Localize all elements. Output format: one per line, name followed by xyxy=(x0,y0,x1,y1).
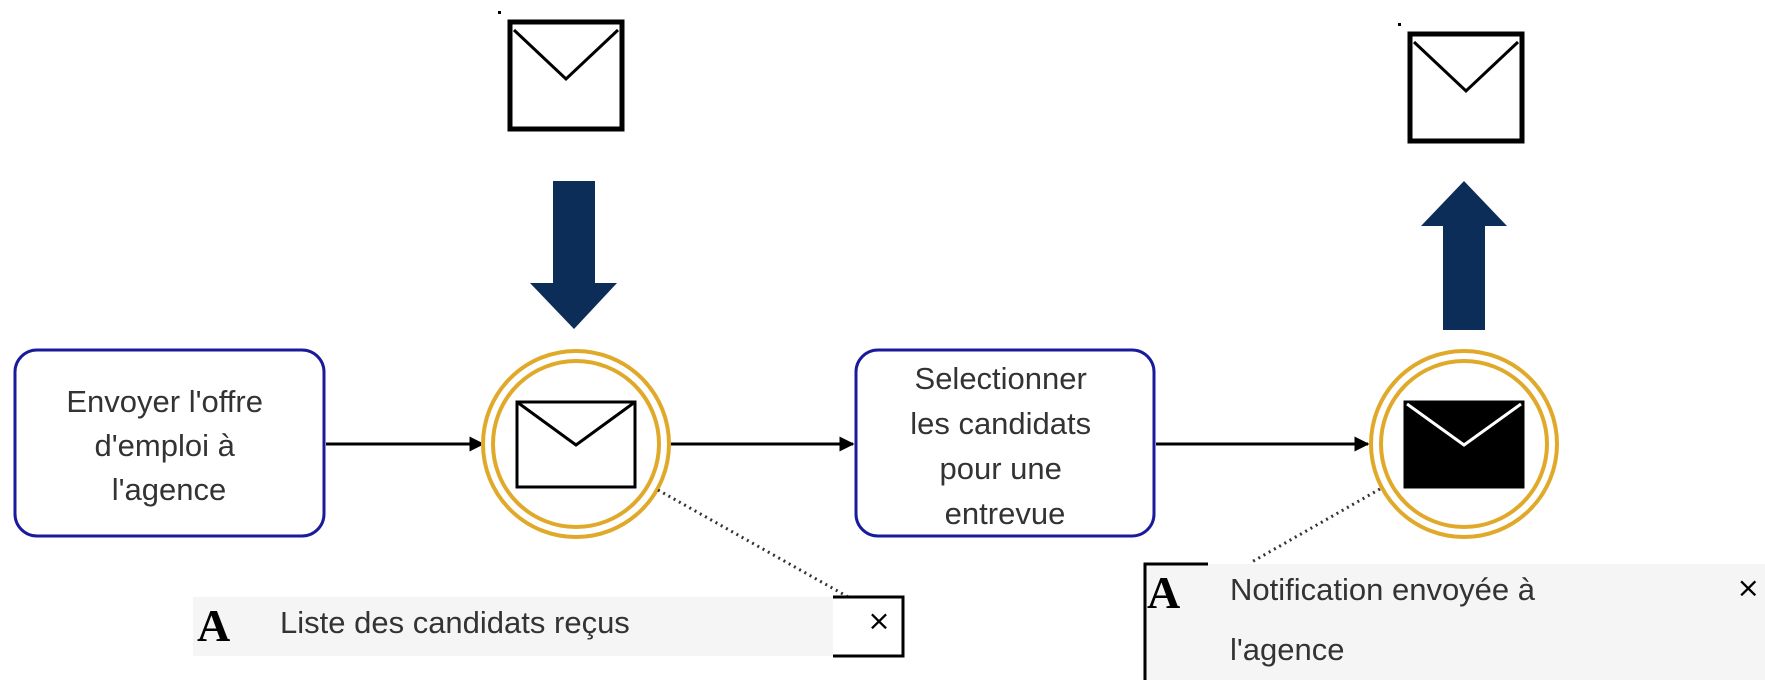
envelope-outline-icon xyxy=(515,400,637,489)
task-label-line: d'emploi à xyxy=(95,428,236,463)
annotation-icon: A xyxy=(1147,567,1180,618)
task-label-line: les candidats xyxy=(910,406,1091,441)
association-line[interactable] xyxy=(657,488,851,600)
svg-text:Envoyer l'offre d'emploi: Envoyer l'offre d'emploi à l'agence xyxy=(66,384,271,507)
envelope-filled-icon xyxy=(1403,400,1525,489)
text-annotation-2[interactable]: A Notification envoyée à l'agence × xyxy=(1143,562,1765,680)
message-receive-event[interactable] xyxy=(481,349,671,539)
annotation-text: Liste des candidats reçus xyxy=(280,605,630,640)
close-icon: × xyxy=(867,604,890,637)
task-select-candidates[interactable]: Selectionner les candidats pour une entr… xyxy=(854,348,1156,538)
annotation-text: Notification envoyée à xyxy=(1230,572,1536,607)
annotation-delete-button[interactable]: × xyxy=(833,595,905,658)
task-label-line: pour une xyxy=(939,451,1061,486)
task-label-line: entrevue xyxy=(945,496,1066,531)
annotation-text: l'agence xyxy=(1230,632,1345,667)
task-label-line: l'agence xyxy=(112,472,227,507)
incoming-message-arrow xyxy=(530,181,617,329)
text-annotation-1[interactable]: A Liste des candidats reçus × xyxy=(193,595,905,658)
close-icon[interactable]: × xyxy=(1737,571,1760,604)
svg-text:Selectionner les candida: Selectionner les candidats pour une entr… xyxy=(910,361,1100,531)
task-send-offer[interactable]: Envoyer l'offre d'emploi à l'agence xyxy=(13,348,326,538)
message-send-event[interactable] xyxy=(1369,349,1559,539)
outgoing-message-arrow xyxy=(1421,181,1507,330)
task-label-line: Envoyer l'offre xyxy=(66,384,263,419)
message-data-input-icon[interactable] xyxy=(498,11,625,132)
association-line[interactable] xyxy=(1249,487,1381,565)
message-data-output-icon[interactable] xyxy=(1398,23,1525,144)
task-label-line: Selectionner xyxy=(915,361,1087,396)
annotation-icon: A xyxy=(197,600,230,651)
